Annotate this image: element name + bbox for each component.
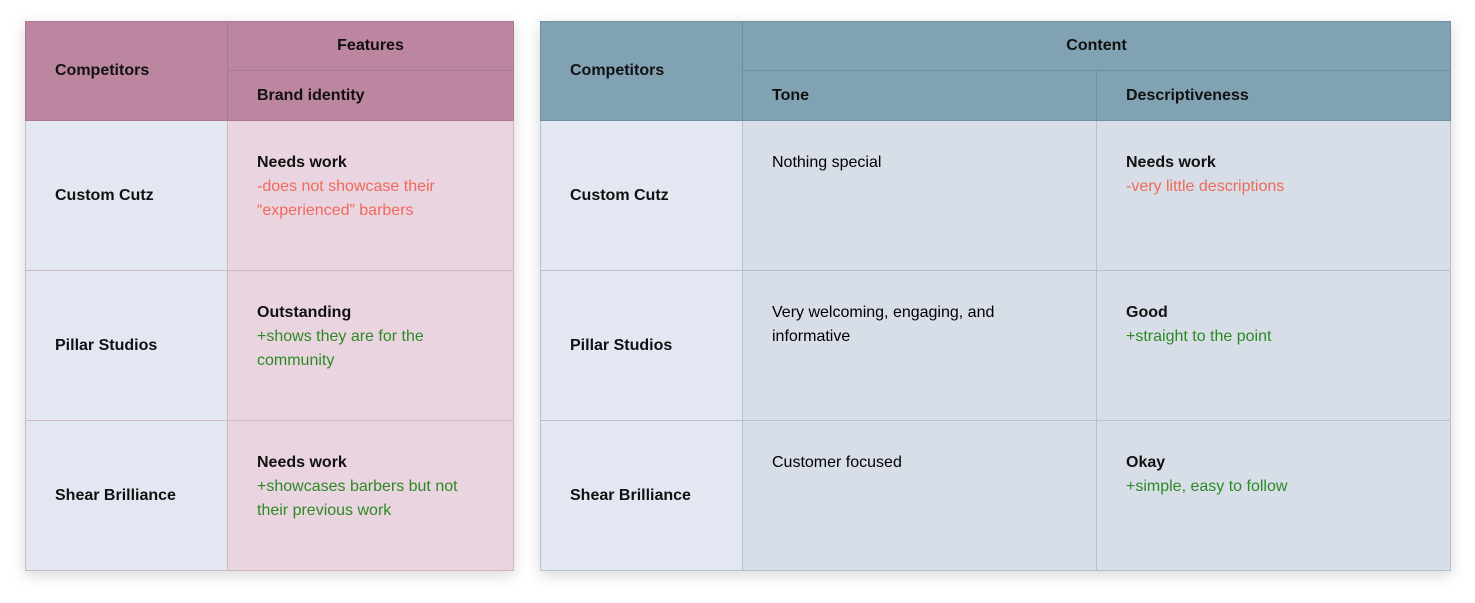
brand-identity-cell: Outstanding +shows they are for the comm… [227, 270, 514, 421]
descriptiveness-cell: Good +straight to the point [1096, 270, 1451, 421]
competitor-name: Custom Cutz [540, 120, 743, 271]
competitor-name: Shear Brilliance [540, 420, 743, 571]
table-row: Pillar Studios Outstanding +shows they a… [25, 270, 514, 421]
table-row: Custom Cutz Nothing special Needs work -… [540, 120, 1451, 271]
tone-cell: Very welcoming, engaging, and informativ… [742, 270, 1097, 421]
features-table: Competitors Features Brand identity Cust… [25, 21, 514, 571]
rating: Good [1126, 304, 1168, 321]
table-row: Shear Brilliance Customer focused Okay +… [540, 420, 1451, 571]
brand-identity-cell: Needs work -does not showcase their “exp… [227, 120, 514, 271]
competitor-name: Shear Brilliance [25, 420, 228, 571]
tone-header: Tone [742, 70, 1097, 121]
rating: Needs work [257, 454, 347, 471]
note: +simple, easy to follow [1126, 478, 1288, 495]
content-table: Competitors Content Tone Descriptiveness… [540, 21, 1451, 571]
table-row: Pillar Studios Very welcoming, engaging,… [540, 270, 1451, 421]
competitors-header: Competitors [540, 21, 743, 121]
table-row: Shear Brilliance Needs work +showcases b… [25, 420, 514, 571]
brand-identity-header: Brand identity [227, 70, 514, 121]
tone-cell: Nothing special [742, 120, 1097, 271]
rating: Okay [1126, 454, 1166, 471]
table-row: Custom Cutz Needs work -does not showcas… [25, 120, 514, 271]
descriptiveness-header: Descriptiveness [1096, 70, 1451, 121]
note: +straight to the point [1126, 328, 1272, 345]
note: +shows they are for the community [257, 328, 424, 369]
tone-cell: Customer focused [742, 420, 1097, 571]
note: -does not showcase their “experienced” b… [257, 178, 435, 219]
descriptiveness-cell: Needs work -very little descriptions [1096, 120, 1451, 271]
competitor-name: Pillar Studios [540, 270, 743, 421]
competitor-name: Custom Cutz [25, 120, 228, 271]
features-group-header: Features [227, 21, 514, 71]
competitor-name: Pillar Studios [25, 270, 228, 421]
rating: Outstanding [257, 304, 352, 321]
competitors-header: Competitors [25, 21, 228, 121]
content-group-header: Content [742, 21, 1451, 71]
note: -very little descriptions [1126, 178, 1285, 195]
descriptiveness-cell: Okay +simple, easy to follow [1096, 420, 1451, 571]
note: +showcases barbers but not their previou… [257, 478, 458, 519]
rating: Needs work [1126, 154, 1216, 171]
brand-identity-cell: Needs work +showcases barbers but not th… [227, 420, 514, 571]
rating: Needs work [257, 154, 347, 171]
